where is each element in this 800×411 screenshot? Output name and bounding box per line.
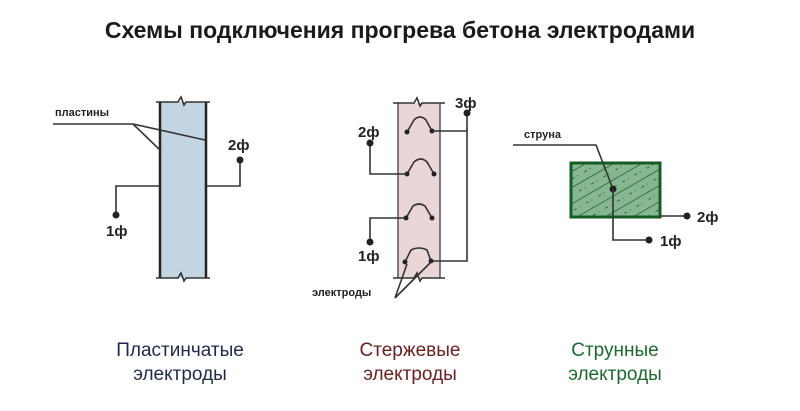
page-title: Схемы подключения прогрева бетона электр… bbox=[105, 17, 695, 43]
phase-1-label: 1ф bbox=[106, 223, 127, 240]
break-line-top bbox=[156, 95, 210, 107]
rod-electrode-scheme: 3ф 2ф 1ф электроды bbox=[312, 95, 476, 299]
string-electrode-scheme: струна 2ф 1ф bbox=[513, 129, 718, 250]
phase-2-label: 2ф bbox=[358, 124, 379, 141]
electrodes bbox=[402, 116, 437, 265]
phase-2-label: 2ф bbox=[228, 137, 249, 154]
plate-caption-line2: электроды bbox=[133, 364, 227, 385]
phase-1-label: 1ф bbox=[358, 248, 379, 265]
phase-2-label: 2ф bbox=[697, 209, 718, 226]
plate-electrode-scheme: пластины 2ф 1ф bbox=[53, 95, 249, 283]
break-line-bottom bbox=[156, 271, 210, 283]
plate-caption-line1: Пластинчатые bbox=[116, 340, 244, 361]
electrodes-label: электроды bbox=[312, 287, 371, 299]
rod-caption-line2: электроды bbox=[363, 364, 457, 385]
plates-label: пластины bbox=[55, 107, 109, 119]
phase-1-label: 1ф bbox=[660, 233, 681, 250]
phase-3-label: 3ф bbox=[455, 95, 476, 112]
string-caption-line1: Струнные bbox=[571, 340, 659, 361]
rod-caption-line1: Стержевые bbox=[360, 340, 461, 361]
string-caption-line2: электроды bbox=[568, 364, 662, 385]
string-label: струна bbox=[524, 129, 562, 141]
concrete-column bbox=[160, 102, 206, 278]
